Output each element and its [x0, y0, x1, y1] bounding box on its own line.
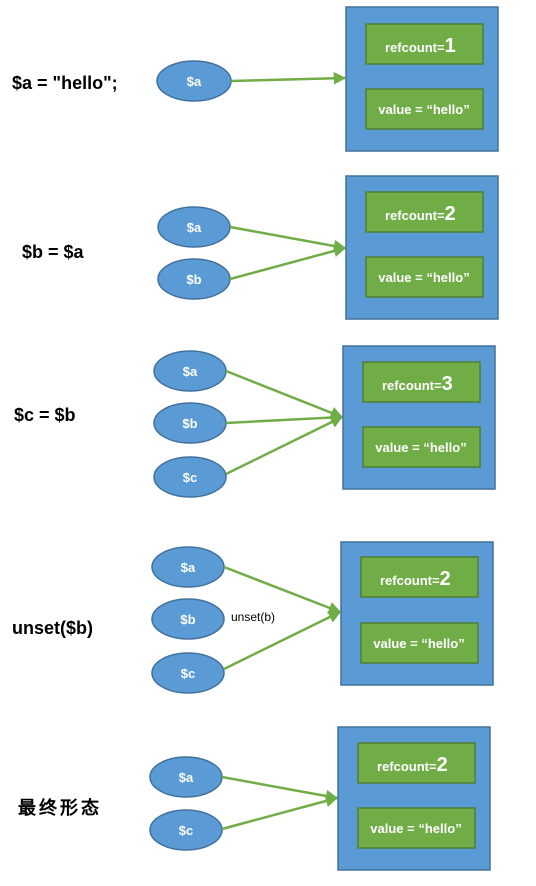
unset-annotation: unset(b): [231, 610, 275, 624]
refcount-value: 2: [440, 568, 451, 590]
refcount-label: refcount=: [385, 40, 445, 55]
reference-arrow: [229, 225, 347, 253]
panel-1: $a = "hello"; $a refcount=1 value = “hel…: [12, 6, 499, 152]
variable-node: $a: [153, 350, 227, 392]
variable-label: $c: [179, 823, 193, 838]
refcount-text: refcount=1: [385, 35, 456, 57]
variable-node: $c: [151, 652, 225, 694]
variable-node: $a: [157, 206, 231, 248]
panel-5: 最终形态 $a $c refcount=2 value = “hello”: [18, 726, 491, 871]
value-box: [365, 88, 484, 130]
zval-container: refcount=2 value = “hello”: [345, 175, 499, 320]
variable-label: $b: [186, 272, 201, 287]
reference-arrow: [230, 72, 347, 85]
reference-arrow: [221, 775, 339, 803]
reference-arrow: [229, 244, 347, 281]
statement-label: $c = $b: [14, 405, 76, 425]
value-box: [357, 807, 476, 849]
value-box: [365, 256, 484, 298]
zval-container: refcount=2 value = “hello”: [340, 541, 494, 686]
value-text: value = “hello”: [378, 102, 469, 117]
variable-node: $c: [153, 456, 227, 498]
reference-arrow: [223, 565, 342, 614]
refcount-label: refcount=: [382, 378, 442, 393]
variable-node: $c: [149, 809, 223, 851]
refcount-value: 3: [442, 373, 453, 395]
refcount-label: refcount=: [385, 208, 445, 223]
value-text: value = “hello”: [378, 270, 469, 285]
zval-container: refcount=3 value = “hello”: [342, 345, 496, 490]
refcount-box: [357, 742, 476, 784]
value-text: value = “hello”: [375, 440, 466, 455]
variable-label: $a: [181, 560, 196, 575]
variable-label: $a: [187, 220, 202, 235]
panel-2: $b = $a $a $b refcount=2 value = “hello”: [22, 175, 499, 320]
refcount-box: [360, 556, 479, 598]
refcount-label: refcount=: [380, 573, 440, 588]
panel-4: unset($b) $a $b $c unset(b) refcount=2 v…: [12, 541, 494, 694]
refcount-text: refcount=2: [385, 203, 456, 225]
variable-label: $c: [181, 666, 195, 681]
variable-label: $a: [179, 770, 194, 785]
refcount-box: [362, 361, 481, 403]
value-text: value = “hello”: [370, 821, 461, 836]
statement-label: $a = "hello";: [12, 73, 118, 93]
zval-container: refcount=2 value = “hello”: [337, 726, 491, 871]
reference-arrow: [225, 411, 344, 425]
refcount-box: [365, 23, 484, 65]
reference-arrow: [221, 794, 339, 831]
variable-label: $a: [183, 364, 198, 379]
value-box: [360, 622, 479, 664]
value-text: value = “hello”: [373, 636, 464, 651]
variable-node: $a: [156, 60, 232, 102]
refcount-text: refcount=2: [377, 754, 448, 776]
variable-node: $b: [151, 598, 225, 640]
statement-label: unset($b): [12, 618, 93, 638]
variable-node: $b: [157, 258, 231, 300]
variable-node: $a: [151, 546, 225, 588]
refcount-value: 2: [445, 203, 456, 225]
variable-label: $a: [187, 74, 202, 89]
refcount-box: [365, 191, 484, 233]
variable-node: $b: [153, 402, 227, 444]
refcount-text: refcount=3: [382, 373, 453, 395]
variable-node: $a: [149, 756, 223, 798]
variable-label: $c: [183, 470, 197, 485]
reference-arrow: [223, 610, 342, 671]
reference-arrow: [225, 415, 344, 476]
refcount-text: refcount=2: [380, 568, 451, 590]
statement-label: $b = $a: [22, 242, 85, 262]
variable-label: $b: [182, 416, 197, 431]
reference-arrow: [225, 369, 344, 419]
refcount-value: 2: [437, 754, 448, 776]
statement-label: 最终形态: [18, 797, 102, 818]
zval-container: refcount=1 value = “hello”: [345, 6, 499, 152]
value-box: [362, 426, 481, 468]
refcount-value: 1: [445, 35, 456, 57]
variable-label: $b: [180, 612, 195, 627]
panel-3: $c = $b $a $b $c refcount=3 value = “hel…: [14, 345, 496, 498]
refcount-label: refcount=: [377, 759, 437, 774]
